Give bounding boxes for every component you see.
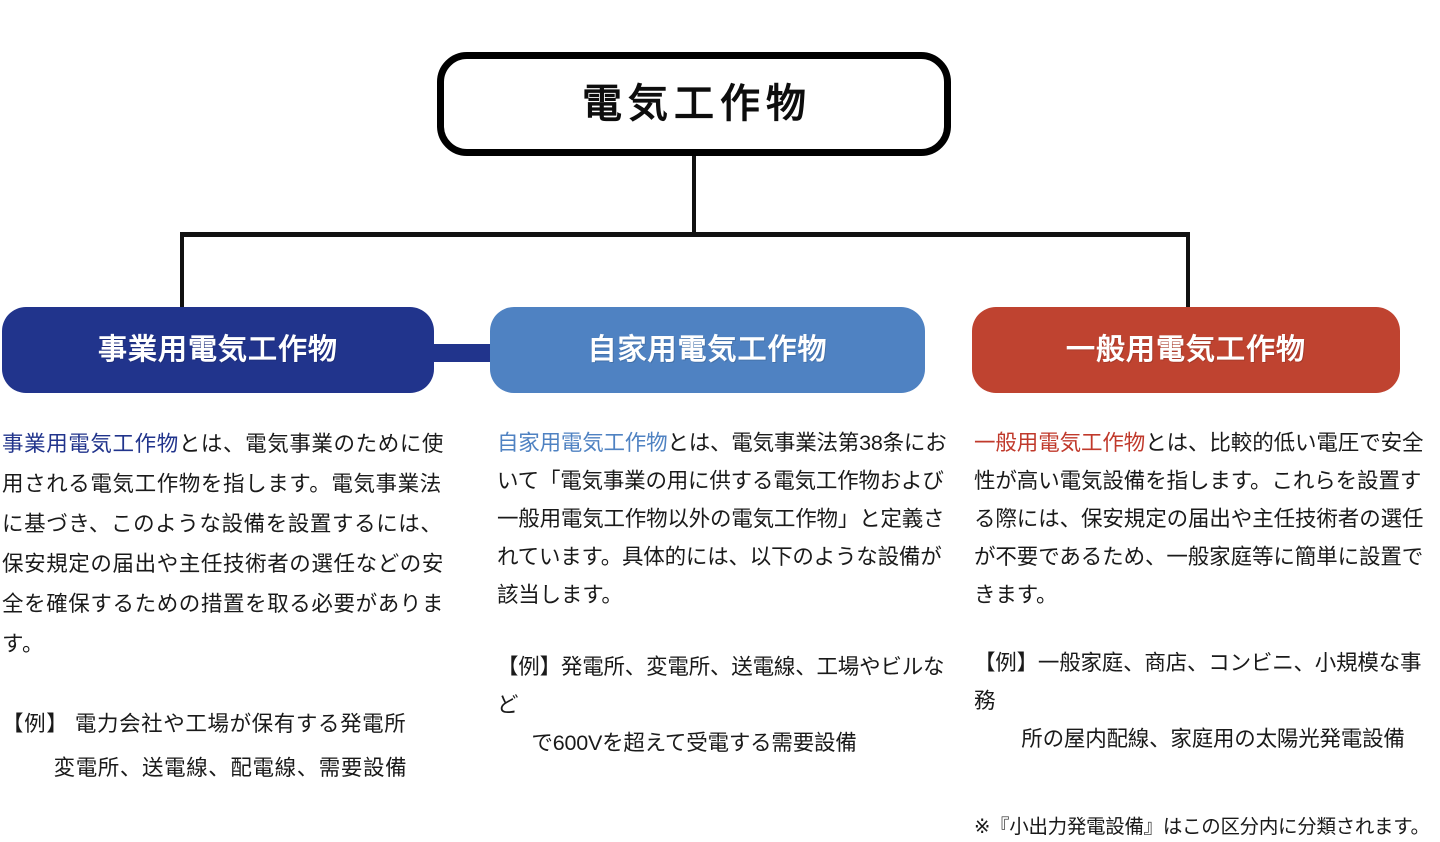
category-header-label: 自家用電気工作物: [587, 333, 828, 366]
category-description: 事業用電気工作物とは、電気事業のために使用される電気工作物を指します。電気事業法…: [2, 424, 454, 664]
connector-drop-left: [180, 232, 184, 310]
root-node-label: 電気工作物: [582, 82, 812, 126]
category-example-line2: 変電所、送電線、配電線、需要設備: [53, 756, 408, 780]
category-column-business-use: 事業用電気工作物とは、電気事業のために使用される電気工作物を指します。電気事業法…: [2, 424, 454, 790]
category-term-highlight: 一般用電気工作物: [974, 431, 1146, 455]
category-description: 自家用電気工作物とは、電気事業法第38条において「電気事業の用に供する電気工作物…: [497, 424, 947, 614]
category-example-line1: 【例】 電力会社や工場が保有する発電所: [2, 712, 407, 736]
category-header-label: 一般用電気工作物: [1065, 333, 1306, 366]
category-term-highlight: 事業用電気工作物: [2, 432, 179, 456]
category-description-text: とは、電気事業法第38条において「電気事業の用に供する電気工作物および一般用電気…: [497, 431, 947, 607]
category-header-label: 事業用電気工作物: [97, 333, 338, 366]
category-footnote: ※『小出力発電設備』はこの区分内に分類されます。: [974, 816, 1430, 838]
category-example: 【例】一般家庭、商店、コンビニ、小規模な事務所の屋内配線、家庭用の太陽光発電設備: [974, 644, 1436, 758]
connector-drop-right: [1186, 232, 1190, 310]
connector-horizontal-bar: [180, 232, 1190, 237]
category-example: 【例】 電力会社や工場が保有する発電所変電所、送電線、配電線、需要設備: [2, 702, 454, 790]
connector-bridge-business-to-private: [424, 344, 500, 362]
category-header-private-use[interactable]: 自家用電気工作物: [490, 307, 925, 393]
connector-stem-vertical: [692, 156, 696, 236]
root-node-electrical-installation: 電気工作物: [437, 52, 951, 156]
category-example-line2: で600Vを超えて受電する需要設備: [531, 731, 857, 755]
category-header-general-use[interactable]: 一般用電気工作物: [972, 307, 1400, 393]
category-description-text: とは、比較的低い電圧で安全性が高い電気設備を指します。これらを設置する際には、保…: [974, 431, 1424, 607]
category-example-line1: 【例】一般家庭、商店、コンビニ、小規模な事務: [974, 651, 1422, 713]
category-term-highlight: 自家用電気工作物: [497, 431, 668, 455]
category-example: 【例】発電所、変電所、送電線、工場やビルなどで600Vを超えて受電する需要設備: [497, 648, 947, 762]
category-description: 一般用電気工作物とは、比較的低い電圧で安全性が高い電気設備を指します。これらを設…: [974, 424, 1436, 614]
category-example-line2: 所の屋内配線、家庭用の太陽光発電設備: [1021, 727, 1405, 751]
category-column-private-use: 自家用電気工作物とは、電気事業法第38条において「電気事業の用に供する電気工作物…: [497, 424, 947, 762]
category-description-text: とは、電気事業のために使用される電気工作物を指します。電気事業法に基づき、このよ…: [2, 432, 445, 656]
category-example-line1: 【例】発電所、変電所、送電線、工場やビルなど: [497, 655, 945, 717]
category-column-general-use: 一般用電気工作物とは、比較的低い電圧で安全性が高い電気設備を指します。これらを設…: [974, 424, 1436, 842]
category-header-business-use[interactable]: 事業用電気工作物: [2, 307, 434, 393]
